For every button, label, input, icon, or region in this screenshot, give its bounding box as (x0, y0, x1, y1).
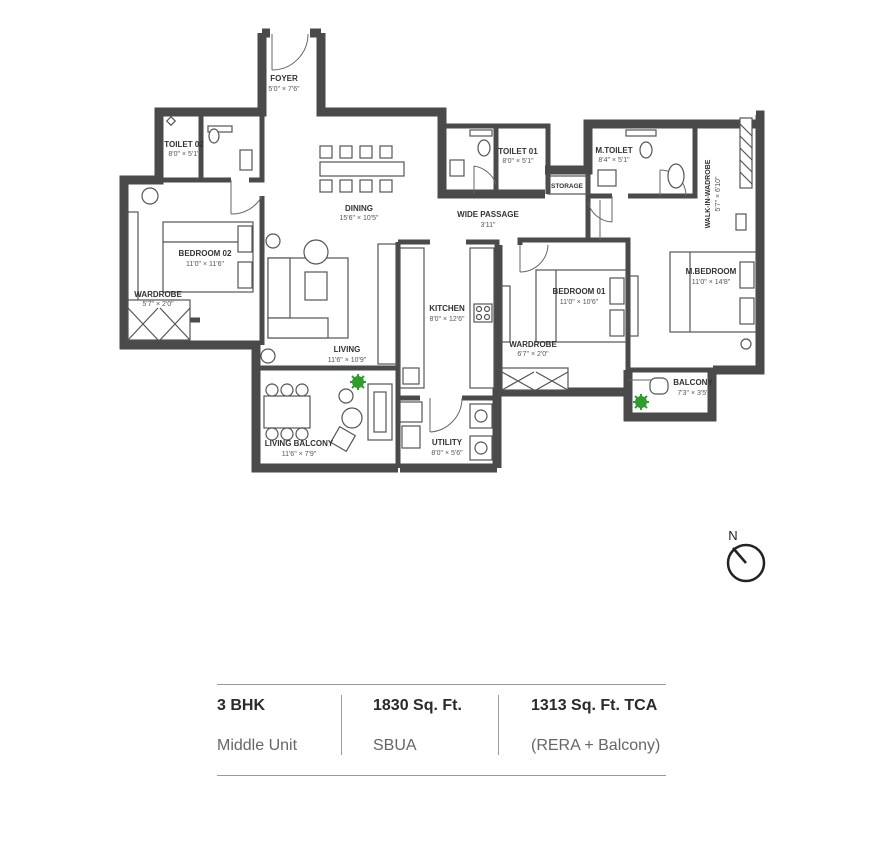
sbua-label: SBUA (373, 737, 417, 754)
interior-walls (124, 112, 720, 468)
plant-icon (633, 394, 649, 410)
room-dining-name: DINING (345, 204, 373, 213)
room-kitchen-name: KITCHEN (429, 304, 465, 313)
tca-label: (RERA + Balcony) (531, 737, 661, 754)
room-wardrobe2-dims: 5'7" × 2'0" (142, 301, 174, 308)
room-balcony-name: BALCONY (673, 378, 713, 387)
room-living-dims: 11'6" × 10'9" (328, 357, 367, 364)
room-foyer-name: FOYER (270, 74, 298, 83)
room-kitchen-dims: 8'0" × 12'6" (429, 316, 465, 323)
unit-position: Middle Unit (217, 737, 298, 754)
room-mbedroom-dims: 11'0" × 14'8" (692, 279, 731, 286)
room-passage-name: WIDE PASSAGE (457, 210, 519, 219)
room-toilet1-dims: 8'0" × 5'1" (502, 158, 534, 165)
room-mtoilet-name: M.TOILET (595, 146, 632, 155)
compass-icon: N (726, 528, 766, 583)
north-label: N (728, 528, 737, 543)
doors (230, 33, 687, 433)
divider (498, 695, 499, 755)
floor-plan: FOYER 5'0" × 7'6" TOILET 02 8'0" × 5'1" … (119, 28, 766, 583)
room-utility-dims: 8'0" × 5'6" (431, 450, 463, 457)
room-wardrobe1-dims: 6'7" × 2'0" (517, 351, 549, 358)
furniture (127, 115, 757, 461)
sbua-area: 1830 Sq. Ft. (373, 697, 462, 714)
room-balcony-dims: 7'3" × 3'5" (677, 390, 709, 397)
room-toilet2-dims: 8'0" × 5'1" (168, 151, 200, 158)
room-storage-name: STORAGE (551, 183, 584, 190)
room-utility-name: UTILITY (432, 438, 463, 447)
room-wardrobe2-name: WARDROBE (134, 290, 182, 299)
room-walkin-name: WALK-IN-WADROBE (705, 159, 712, 228)
room-labels: FOYER 5'0" × 7'6" TOILET 02 8'0" × 5'1" … (134, 74, 736, 458)
room-foyer-dims: 5'0" × 7'6" (268, 86, 300, 93)
unit-summary: 3 BHK Middle Unit 1830 Sq. Ft. SBUA 1313… (217, 684, 666, 776)
room-bedroom2-name: BEDROOM 02 (179, 249, 232, 258)
room-dining-dims: 15'6" × 10'5" (340, 215, 379, 222)
unit-type: 3 BHK (217, 697, 266, 714)
plant-icon (350, 374, 366, 390)
room-bedroom2-dims: 11'0" × 11'6" (186, 261, 224, 268)
room-toilet1-name: TOILET 01 (498, 147, 538, 156)
room-passage-dims: 3'11" (481, 222, 496, 229)
room-living-name: LIVING (334, 345, 361, 354)
tca-area: 1313 Sq. Ft. TCA (531, 697, 658, 714)
room-livingbalcony-dims: 11'6" × 7'9" (282, 451, 317, 458)
room-mbedroom-name: M.BEDROOM (686, 267, 737, 276)
room-livingbalcony-name: LIVING BALCONY (265, 439, 334, 448)
room-bedroom1-dims: 11'0" × 10'6" (560, 299, 599, 306)
room-wardrobe1-name: WARDROBE (509, 340, 557, 349)
room-toilet2-name: TOILET 02 (164, 140, 204, 149)
divider (341, 695, 342, 755)
room-mtoilet-dims: 8'4" × 5'1" (598, 157, 630, 164)
room-bedroom1-name: BEDROOM 01 (553, 287, 606, 296)
room-walkin-dims: 5'7" × 6'10" (715, 176, 722, 212)
